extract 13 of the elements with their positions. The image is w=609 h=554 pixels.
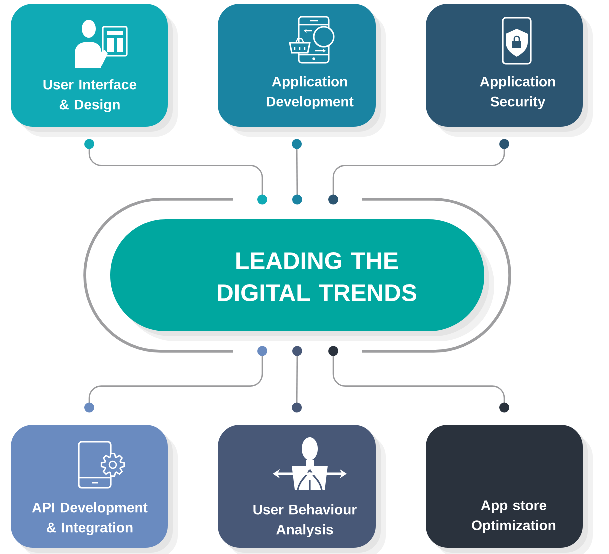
topic-box: User Behaviour Analysis: [218, 425, 376, 548]
topic-box: API Development & Integration: [11, 425, 168, 548]
topic-box: Application Security: [426, 4, 583, 127]
connector-line: [292, 346, 302, 413]
connector-line: [84, 139, 268, 205]
connector-line: [84, 346, 268, 413]
topic-box: Application Development: [218, 4, 376, 127]
center-pill: LEADING THE DIGITAL TRENDS: [110, 220, 484, 332]
topic-box: App store Optimization: [426, 425, 583, 548]
connector-line: [328, 139, 510, 205]
connector-line: [292, 139, 302, 205]
connector-line: [328, 346, 510, 413]
topic-box: User Interface & Design: [11, 4, 168, 127]
